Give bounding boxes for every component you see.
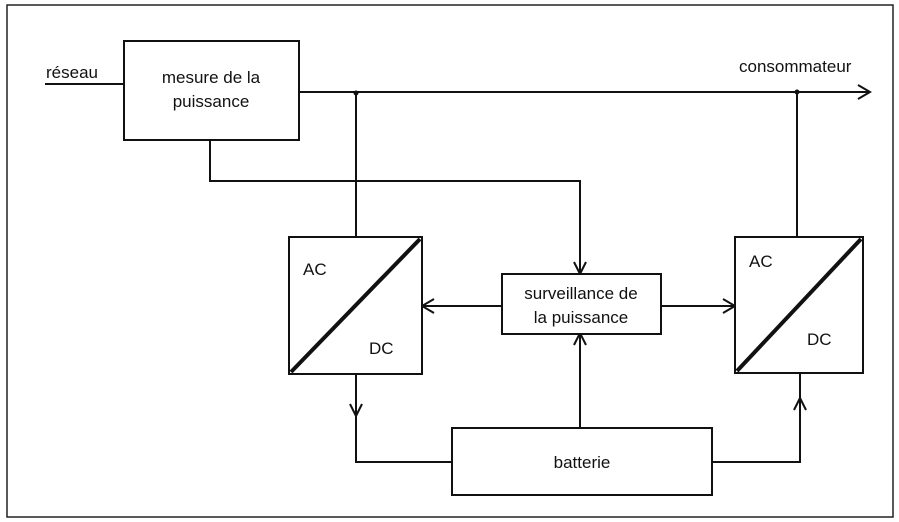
right-converter-diagonal [735,237,863,373]
battery-right-converter-line [712,373,801,463]
right-battery-arrowhead [793,395,807,411]
monitor-label-line1: surveillance de [524,284,637,303]
consumer-arrowhead [857,84,872,100]
monitor-block [501,273,662,335]
grid-label: réseau [46,63,98,82]
monitor-label-line2: la puissance [534,308,629,327]
figure-frame [6,4,894,518]
left-battery-arrowhead [349,403,363,419]
measure-block [123,40,300,141]
consumer-label: consommateur [739,57,852,76]
battery-label: batterie [554,453,611,472]
left-converter-dc: DC [369,339,394,358]
right-converter-ac: AC [749,252,773,271]
measure-label-line2: puissance [173,92,250,111]
left-converter-ac: AC [303,260,327,279]
left-converter-diagonal [289,237,422,374]
left-converter-battery-line [355,374,452,463]
measure-label-line1: mesure de la [162,68,261,87]
right-converter-dc: DC [807,330,832,349]
measure-signal-line [209,140,581,273]
battery-block [451,427,713,496]
